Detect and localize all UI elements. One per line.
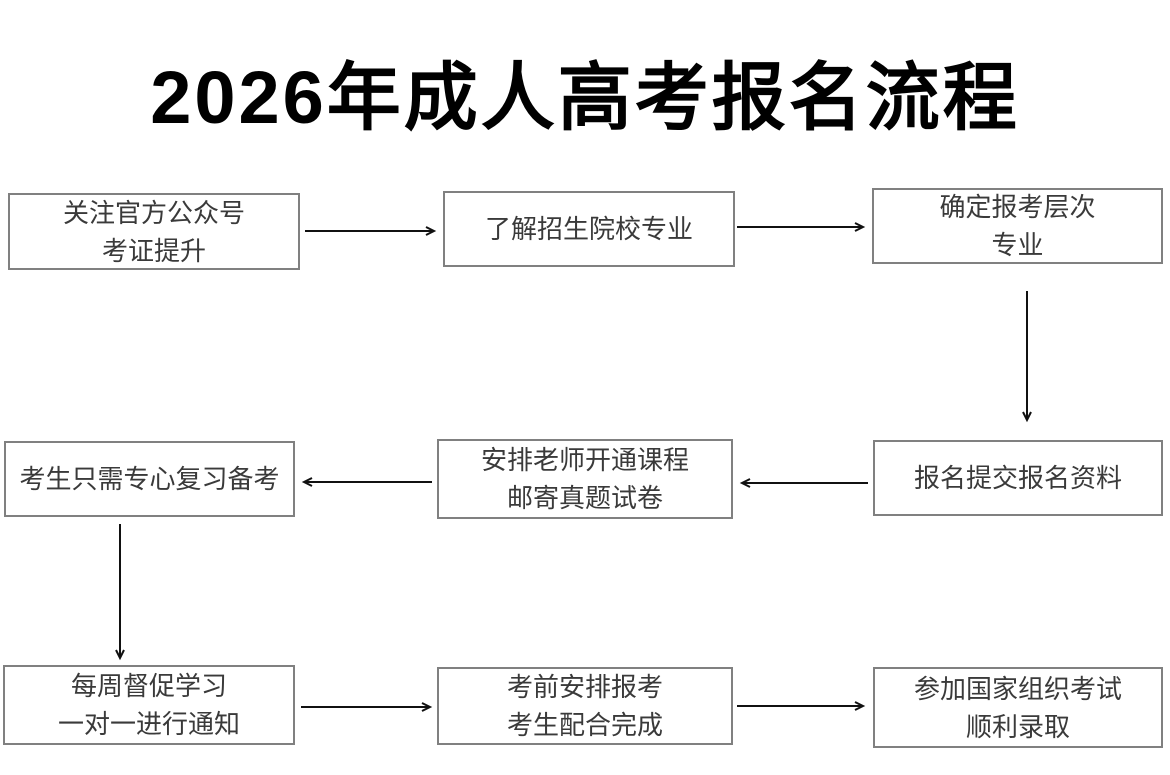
flow-node-text: 专业 (991, 230, 1044, 260)
flow-node-teacher-opens-course: 安排老师开通课程 邮寄真题试卷 (437, 439, 733, 519)
flow-node-text: 确定报考层次 (939, 192, 1096, 222)
flow-node-pre-exam-arrangement: 考前安排报考 考生配合完成 (437, 667, 733, 745)
flow-node-text: 安排老师开通课程 (480, 445, 689, 475)
flow-node-text: 考生只需专心复习备考 (19, 464, 280, 494)
flow-node-focus-on-review: 考生只需专心复习备考 (4, 441, 295, 517)
flow-node-take-exam-admission: 参加国家组织考试 顺利录取 (873, 667, 1163, 748)
flow-node-submit-materials: 报名提交报名资料 (873, 440, 1163, 516)
flow-node-weekly-supervision: 每周督促学习 一对一进行通知 (3, 665, 295, 745)
flow-node-text: 顺利录取 (965, 711, 1070, 742)
flow-node-text: 一对一进行通知 (57, 709, 240, 739)
flow-node-text: 考前安排报考 (506, 672, 663, 702)
flow-node-follow-official-account: 关注官方公众号 考证提升 (8, 193, 300, 270)
flow-node-text: 每周督促学习 (70, 671, 227, 701)
flow-node-learn-school-majors: 了解招生院校专业 (443, 191, 735, 267)
flow-node-text: 关注官方公众号 (62, 197, 245, 228)
flow-node-text: 参加国家组织考试 (913, 673, 1122, 704)
flow-node-text: 考生配合完成 (506, 710, 663, 740)
flow-node-confirm-level-major: 确定报考层次 专业 (872, 188, 1163, 264)
page-title: 2026年成人高考报名流程 (150, 56, 1020, 139)
flow-node-text: 邮寄真题试卷 (506, 483, 663, 513)
flow-node-text: 报名提交报名资料 (913, 463, 1122, 493)
flow-node-text: 了解招生院校专业 (484, 214, 693, 244)
flow-node-text: 考证提升 (101, 235, 206, 266)
